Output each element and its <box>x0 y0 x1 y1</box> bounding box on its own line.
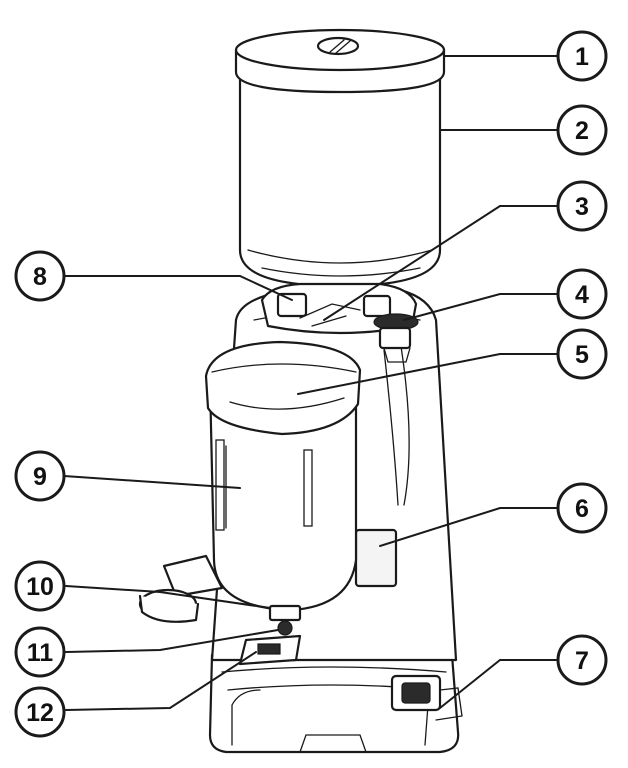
callout-10: 10 <box>14 560 66 612</box>
callout-5-label: 5 <box>575 341 589 369</box>
callout-9-label: 9 <box>33 463 47 491</box>
callout-6: 6 <box>556 482 608 534</box>
callout-12-label: 12 <box>26 699 54 727</box>
callout-3: 3 <box>556 180 608 232</box>
callout-1: 1 <box>556 30 608 82</box>
callout-3-label: 3 <box>575 193 589 221</box>
callout-2: 2 <box>556 104 608 156</box>
power-switch <box>390 674 463 721</box>
callout-5: 5 <box>556 328 608 380</box>
callout-6-label: 6 <box>575 495 589 523</box>
callout-4-label: 4 <box>575 281 589 309</box>
callout-12: 12 <box>14 686 66 738</box>
dosing-lever <box>138 554 224 623</box>
adjust-knob <box>373 313 419 363</box>
callout-2-label: 2 <box>575 117 589 145</box>
doser-lid <box>204 340 362 436</box>
callout-8: 8 <box>14 250 66 302</box>
leader-lines <box>63 55 561 711</box>
spout <box>268 604 302 636</box>
callout-4: 4 <box>556 268 608 320</box>
side-window <box>354 528 398 588</box>
callout-7: 7 <box>556 634 608 686</box>
callout-9: 9 <box>14 450 66 502</box>
callout-11-label: 11 <box>27 639 54 667</box>
filter-holder-fork <box>238 634 302 666</box>
callout-10-label: 10 <box>26 573 54 601</box>
callout-7-label: 7 <box>575 647 589 675</box>
hopper-lid <box>234 28 446 94</box>
callout-11: 11 <box>14 626 66 678</box>
hopper <box>238 70 442 288</box>
callout-1-label: 1 <box>575 43 589 71</box>
callout-8-label: 8 <box>33 263 47 291</box>
